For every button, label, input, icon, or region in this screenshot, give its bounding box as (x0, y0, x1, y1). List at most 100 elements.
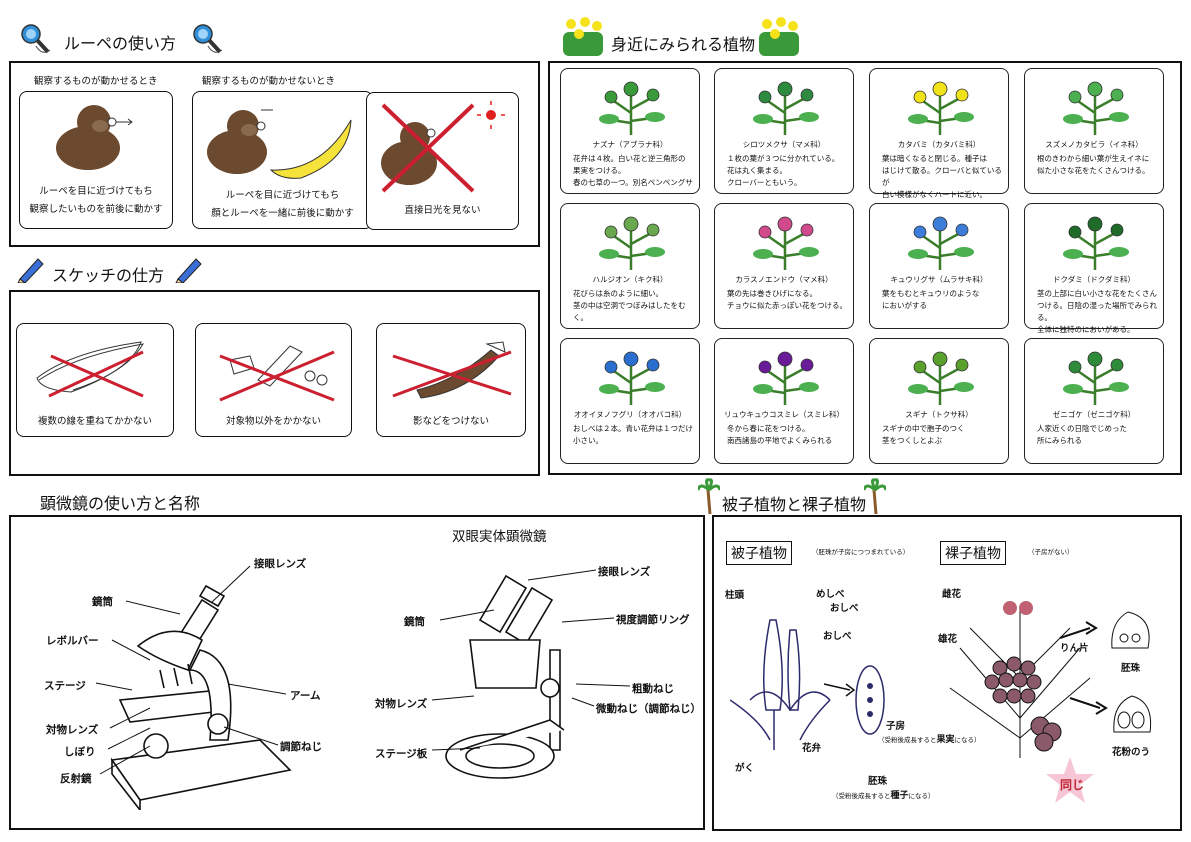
plant-description: 花弁は４枚。白い花と逆三角形の果実をつける。春の七草の一つ。別名ペンペングサ (573, 153, 693, 189)
seedplant-part-label: 花弁 (802, 743, 822, 754)
leader-line (107, 727, 151, 750)
seedplant-part-label: 子房 (886, 721, 906, 732)
leader-line (223, 726, 279, 746)
plant-description: スギナの中で胞子のつく茎をつくしとよぶ (882, 423, 1002, 447)
plant-name: カタバミ（カタバミ科） (897, 140, 981, 149)
plant-description: 人家近くの日陰でじめった所にみられる (1037, 423, 1157, 447)
plant-name: ドクダミ（ドクダミ科） (1053, 275, 1135, 284)
plant-name: スギナ（トクサ科） (905, 410, 973, 419)
seedplant-part-label: 胚珠 (868, 776, 888, 787)
plant-description-line: 花は丸く集まる。 (727, 166, 787, 175)
microscope-part-label: 視度調節リング (616, 614, 690, 626)
microscope-part-label: 調節ねじ (280, 741, 322, 753)
plant-description: 花びらは糸のように細い。茎の中は空洞でつぼみはしたをむく。 (573, 288, 693, 324)
plant-card: スギナ（トクサ科） スギナの中で胞子のつく茎をつくしとよぶ (869, 338, 1009, 464)
gymnosperm-heading: 裸子植物 (940, 541, 1006, 565)
leader-line (99, 745, 151, 775)
seedplant-part-label: 雄花 (938, 634, 958, 645)
plant-name: リュウキュウコスミレ（スミレ科） (724, 410, 844, 419)
leader-line (95, 682, 133, 691)
angiosperm-note: （胚珠が子房につつまれている） (812, 548, 910, 556)
microscope-section-title: 顕微鏡の使い方と名称 (40, 494, 201, 513)
seedplant-part-label: 柱頭 (725, 590, 745, 601)
plant-description-line: 似た小さな花をたくさんつける。 (1037, 166, 1150, 175)
plant-description-line: 茎の中は空洞でつぼみはしたをむく。 (573, 301, 686, 322)
plant-illustration (908, 81, 974, 135)
same-label: 同じ (1060, 778, 1085, 792)
plant-name: キュウリグサ（ムラサキ科） (890, 275, 988, 284)
leader-line (227, 683, 287, 695)
plant-card: オオイヌノフグリ（オオバコ科）おしべは２本。青い花弁は１つだけ小さい。 (560, 338, 700, 464)
plant-description: 葉をもむとキュウリのようなにおいがする (882, 288, 1002, 312)
loupe-section-title: ルーペの使い方 (64, 34, 177, 53)
plant-description-line: においがする (882, 301, 927, 310)
plant-illustration (908, 216, 974, 270)
plant-description-line: クローバーともいう。 (727, 178, 802, 187)
gorilla-looking-at-sun-crossed-illustration (381, 101, 505, 193)
plant-description-line: 花弁は４枚。白い花と逆三角形の (573, 154, 686, 163)
seedplants-section-title: 被子植物と裸子植物 (722, 495, 867, 514)
compound-microscope-illustration (110, 584, 292, 810)
sketch-card-only-object-caption: 対象物以外をかかない (225, 416, 321, 427)
growth-note-text: （受粉後成長すると (832, 792, 891, 800)
growth-note-text: になる） (954, 736, 981, 744)
plant-name: シロツメクサ（マメ科） (742, 140, 826, 149)
same-star-badge (1046, 757, 1094, 803)
plant-illustration (908, 351, 974, 405)
plant-card: シロツメクサ（マメ科） １枚の葉が３つに分かれている。花は丸く集まる。クローバーと… (714, 68, 854, 194)
growth-result-word: 種子 (890, 791, 909, 801)
seedplant-growth-note: （受粉後成長すると果実になる） (878, 732, 981, 745)
seedplant-part-label: おしべ (823, 631, 852, 642)
loupe-icon-right (190, 22, 226, 62)
gorilla-with-loupe-illustration (56, 105, 133, 170)
loupe-card-sun-warning: 直接日光を見ない (366, 92, 519, 230)
plant-description-line: 葉の先は巻きひげになる。 (727, 289, 817, 298)
plant-card: ゼニゴケ（ゼニゴケ科）人家近くの日陰でじめった所にみられる (1024, 338, 1164, 464)
plant-description: 根のきわから細い葉が生えイネに似た小さな花をたくさんつける。 (1037, 153, 1157, 177)
loupe-subtitle-immovable: 観察するものが動かせないとき (202, 76, 336, 87)
seedplant-part-label: おしべ (830, 603, 859, 614)
plant-card: キュウリグサ（ムラサキ科） 葉をもむとキュウリのようなにおいがする (869, 203, 1009, 329)
stereo-microscope-illustration (445, 574, 565, 779)
angiosperm-heading: 被子植物 (726, 541, 792, 565)
plant-illustration (1063, 216, 1129, 270)
microscope-part-label: 接眼レンズ (598, 566, 651, 578)
plant-description-line: 茎をつくしとよぶ (882, 436, 942, 445)
crossed-sketch-illustration (36, 341, 144, 398)
plant-card: スズメノカタビラ（イネ科）根のきわから細い葉が生えイネに似た小さな花をたくさんつ… (1024, 68, 1164, 194)
loupe-card-movable: ルーペを目に近づけてもち 観察したいものを前後に動かす (19, 91, 173, 229)
plant-description-line: 茎の上部に白い小さな花をたくさん (1037, 289, 1157, 298)
seedplant-growth-note: （受粉後成長すると種子になる） (832, 788, 935, 801)
plant-illustration (599, 351, 665, 405)
plant-description: 茎の上部に白い小さな花をたくさんつける。日陰の湿った場所でみられる。全体に独特の… (1037, 288, 1157, 336)
plant-description-line: １枚の葉が３つに分かれている。 (727, 154, 840, 163)
plant-description-line: 果実をつける。 (573, 166, 626, 175)
plant-card: カタバミ（カタバミ科）葉は暗くなると閉じる。種子ははじけて散る。クローバと似てい… (869, 68, 1009, 199)
plant-description: １枚の葉が３つに分かれている。花は丸く集まる。クローバーともいう。 (727, 153, 847, 189)
plant-description-line: 冬から春に花をつける。 (727, 424, 810, 433)
pencil-icon-left (16, 255, 46, 287)
sketch-card-no-shadow-caption: 影などをつけない (412, 416, 489, 427)
leader-line (527, 569, 597, 581)
leader-line (111, 639, 151, 661)
plant-description-line: はじけて散る。クローバと似ているが (882, 166, 1002, 187)
growth-note-text: （受粉後成長すると (878, 736, 937, 744)
plant-description-line: 所にみられる (1037, 436, 1082, 445)
leader-line (109, 707, 151, 729)
stereo-microscope-title: 双眼実体顕微鏡 (452, 529, 547, 545)
gorilla-with-banana-illustration (207, 109, 352, 179)
pencil-icon-right (174, 255, 204, 287)
loupe-card-sun-warning-caption: 直接日光を見ない (404, 205, 481, 216)
microscope-part-label: アーム (290, 690, 321, 702)
plant-description-line: 白い模様がなくハートに近い。 (882, 190, 987, 199)
microscope-part-label: 反射鏡 (60, 773, 92, 785)
plant-illustration (1063, 351, 1129, 405)
plant-card: ハルジオン（キク科）花びらは糸のように細い。茎の中は空洞でつぼみはしたをむく。 (560, 203, 700, 329)
seedplant-part-label: 花粉のう (1112, 747, 1151, 758)
plant-description-line: 全体に独特のにおいがある。 (1037, 325, 1135, 334)
loupe-subtitle-movable: 観察するものが動かせるとき (34, 76, 158, 87)
loupe-card-immovable-line1: ルーペを目に近づけてもち (225, 190, 340, 201)
microscope-part-label: 対物レンズ (375, 698, 428, 710)
plant-description-line: 春の七草の一つ。別名ペンペングサ (573, 178, 693, 187)
microscope-part-label: ステージ板 (375, 748, 428, 760)
